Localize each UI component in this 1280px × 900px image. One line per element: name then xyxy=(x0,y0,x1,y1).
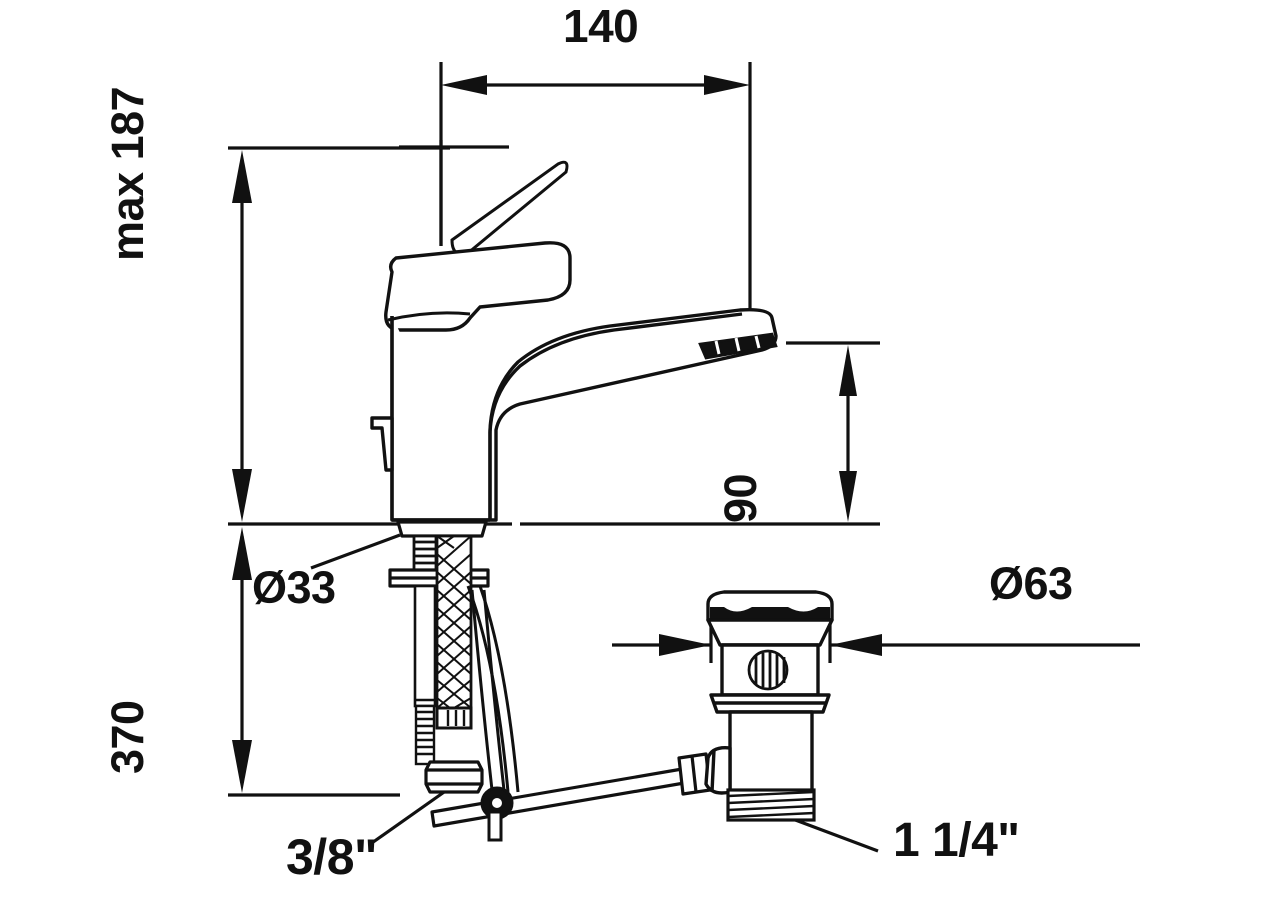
arrowhead-63-right xyxy=(830,634,882,656)
waste-thread-lines xyxy=(727,790,815,819)
arrowhead-90-top xyxy=(839,345,857,396)
aerator-outlet xyxy=(698,332,778,360)
pop-up-lever-tab xyxy=(370,416,394,472)
supply-nut xyxy=(424,760,484,794)
waste-linkage-port xyxy=(704,746,732,795)
lift-rod-pivot xyxy=(480,786,514,842)
dimension-label-diameter-63: Ø63 xyxy=(989,558,1073,609)
arrowhead-63-left xyxy=(659,634,711,656)
threaded-rod xyxy=(413,584,437,708)
waste-cap-seat xyxy=(706,618,834,647)
dimension-lines xyxy=(228,62,1140,853)
dimension-label-thread-3-8: 3/8" xyxy=(286,829,378,885)
waste-flange xyxy=(709,693,831,714)
dimension-label-370: 370 xyxy=(102,700,153,774)
dimension-arrowheads xyxy=(232,75,882,793)
waste-barrel xyxy=(728,710,814,804)
arrowhead-370-bottom xyxy=(232,740,252,793)
flexible-hose-braid xyxy=(436,535,472,709)
arrowhead-140-right xyxy=(704,75,750,95)
arrowhead-187-bottom xyxy=(232,469,252,522)
mixer-body-and-spout xyxy=(390,307,778,522)
leader-line-thread-1-1-4 xyxy=(789,816,879,853)
arrowhead-140-left xyxy=(441,75,487,95)
base-seal xyxy=(396,520,488,538)
dimension-label-max-187: max 187 xyxy=(102,86,153,261)
lever-handle-open-position xyxy=(450,160,569,256)
threaded-rod-lower xyxy=(414,704,436,766)
hose-collar xyxy=(435,706,473,730)
dimension-label-90: 90 xyxy=(715,473,766,523)
leader-line-thread-3-8 xyxy=(368,788,448,847)
linkage-strut xyxy=(470,589,506,791)
arrowhead-370-top xyxy=(232,527,252,580)
handle-body-joint xyxy=(387,311,471,322)
dimension-label-diameter-33: Ø33 xyxy=(252,562,336,613)
spout-underside xyxy=(488,312,743,433)
waste-cap-band xyxy=(710,607,830,620)
waste-overflow-slot xyxy=(747,649,789,691)
lever-handle xyxy=(384,241,572,332)
leader-line-diameter-33 xyxy=(310,533,401,570)
arrowhead-187-top xyxy=(232,150,252,203)
arrowhead-90-bottom xyxy=(839,471,857,522)
dimension-label-thread-1-1-4: 1 1/4" xyxy=(893,814,1020,867)
dimension-label-140: 140 xyxy=(563,0,639,52)
